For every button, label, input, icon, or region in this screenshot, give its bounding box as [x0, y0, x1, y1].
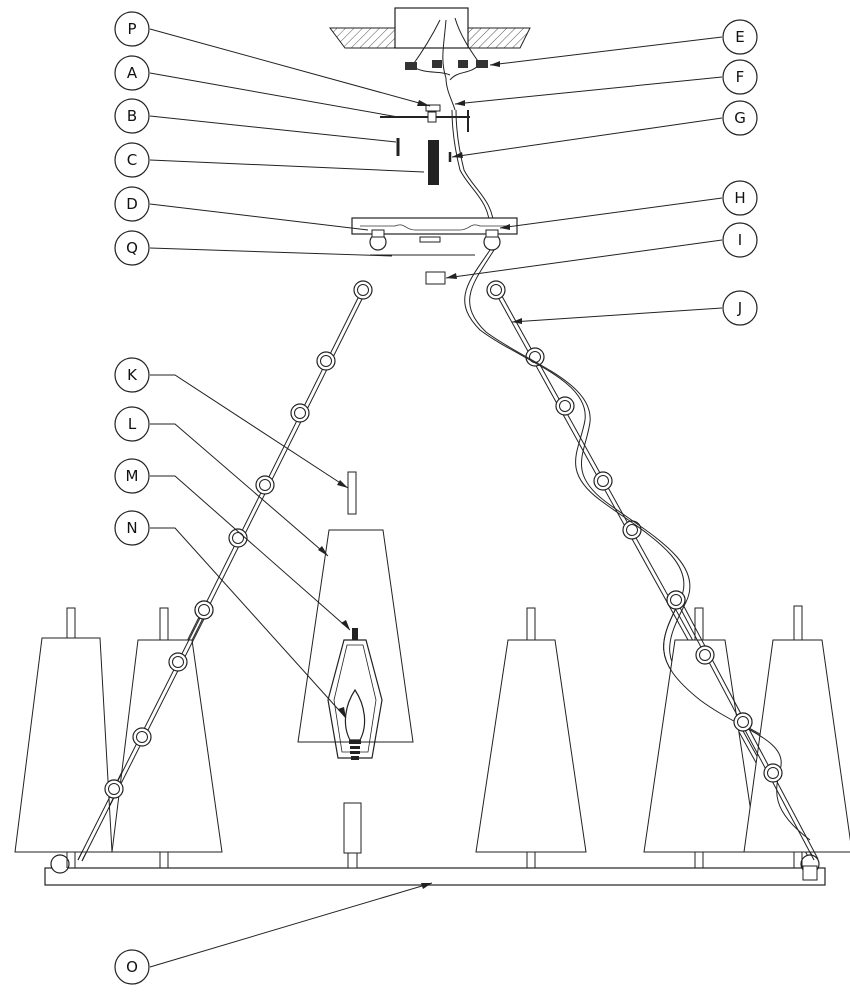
callout-label: E: [735, 28, 744, 46]
threaded-nipple: [428, 140, 439, 185]
left-chain-front: [77, 600, 214, 862]
callout-label: B: [127, 107, 137, 125]
callout-label: A: [127, 64, 138, 82]
callout-G: G: [722, 100, 758, 136]
chandelier-ring: [44, 854, 826, 886]
callout-N: N: [114, 510, 150, 546]
callout-label: D: [126, 195, 138, 213]
shade-2: [111, 607, 223, 868]
canopy-loops: [369, 229, 501, 251]
candle-socket: [343, 802, 362, 869]
callout-C: C: [114, 142, 150, 178]
callout-label: O: [126, 958, 138, 976]
callout-label: L: [128, 415, 137, 433]
callout-H: H: [722, 180, 758, 216]
callout-label: F: [736, 68, 745, 86]
junction-box: [394, 7, 469, 49]
leader-lines: [149, 28, 723, 968]
callout-label: N: [126, 519, 137, 537]
callout-D: D: [114, 186, 150, 222]
callout-B: B: [114, 98, 150, 134]
callout-I: I: [722, 222, 758, 258]
callout-O: O: [114, 949, 150, 985]
callout-label: C: [127, 151, 137, 169]
callout-label: G: [734, 109, 746, 127]
shade-frame: [327, 628, 383, 759]
callout-M: M: [114, 458, 150, 494]
light-bulb: [344, 688, 366, 760]
callout-label: I: [738, 231, 742, 249]
callout-K: K: [114, 357, 150, 393]
callout-label: M: [126, 467, 139, 485]
callout-label: H: [734, 189, 745, 207]
callout-J: J: [722, 290, 758, 326]
callout-E: E: [722, 19, 758, 55]
mounting-nut: [425, 104, 441, 112]
callout-Q: Q: [114, 230, 150, 266]
callout-label: Q: [126, 239, 138, 257]
callout-A: A: [114, 55, 150, 91]
callout-P: P: [114, 11, 150, 47]
callout-label: K: [127, 366, 138, 384]
leader-arrows: [318, 61, 522, 889]
callout-label: J: [737, 299, 742, 317]
coupling: [425, 271, 446, 285]
shade-3: [475, 607, 587, 868]
wire-connectors: [405, 60, 488, 70]
callout-L: L: [114, 406, 150, 442]
callout-label: P: [127, 20, 136, 38]
right-chain-front: [663, 590, 819, 861]
callout-F: F: [722, 59, 758, 95]
supply-wires: [411, 17, 481, 111]
shade-1: [14, 607, 113, 868]
shade-washer: [347, 471, 357, 515]
shade-5: [743, 605, 850, 868]
